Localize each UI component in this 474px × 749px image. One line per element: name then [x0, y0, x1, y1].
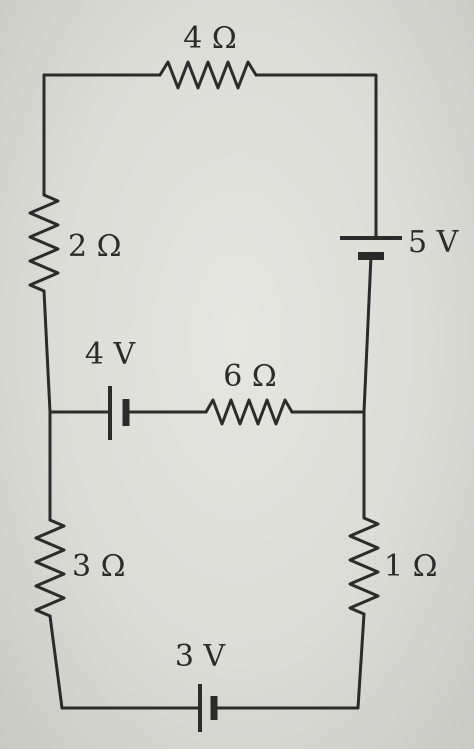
- label-resistor-top: 4 Ω: [183, 21, 237, 56]
- wire-right-mid: [362, 254, 373, 414]
- resistor-top-zigzag: [158, 60, 258, 90]
- label-battery-right: 5 V: [408, 225, 460, 260]
- wire-right-lower-bottom: [212, 612, 366, 710]
- resistor-upper-left-zigzag: [28, 193, 60, 293]
- label-resistor-lower-left: 3 Ω: [72, 549, 126, 584]
- label-resistor-lower-right: 1 Ω: [384, 549, 438, 584]
- resistor-lower-left-zigzag: [34, 518, 66, 618]
- label-resistor-upper-left: 2 Ω: [68, 229, 122, 264]
- resistor-middle-zigzag: [204, 398, 294, 426]
- wire-left-upper-bottom: [42, 289, 52, 414]
- label-resistor-middle: 6 Ω: [223, 359, 277, 394]
- wire-left-lower-bottom: [48, 614, 202, 710]
- label-battery-bottom: 3 V: [175, 639, 227, 674]
- wire-top-right: [254, 73, 378, 240]
- label-battery-middle: 4 V: [85, 337, 137, 372]
- resistor-lower-right-zigzag: [348, 516, 380, 616]
